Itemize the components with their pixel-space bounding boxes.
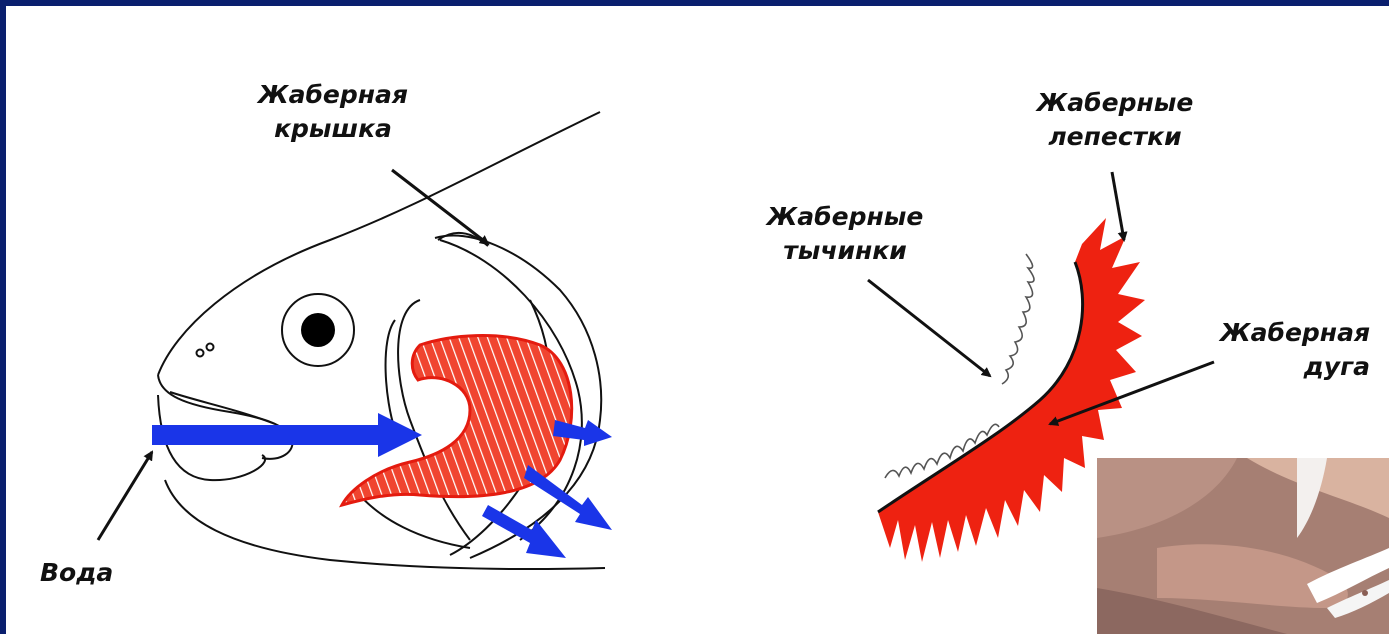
label-water: Вода — [40, 556, 140, 590]
hand-photo — [1097, 458, 1389, 634]
head-top-line — [158, 112, 600, 375]
mouth-line — [170, 392, 275, 424]
nostril-1 — [197, 350, 204, 357]
fish-head-outline — [158, 112, 605, 569]
rakers-pointer — [868, 280, 990, 376]
label-filaments: Жаберные лепестки — [1015, 86, 1215, 154]
hand-photo-inset — [1097, 458, 1389, 634]
label-rakers: Жаберные тычинки — [745, 200, 945, 268]
water-pointer — [98, 452, 152, 540]
label-operculum: Жаберная крышка — [238, 78, 428, 146]
filaments-pointer — [1112, 172, 1124, 240]
gill-chamber-curve-2 — [386, 320, 395, 430]
eye-pupil — [301, 313, 335, 347]
upper-jaw — [158, 375, 293, 459]
nostril-2 — [207, 344, 214, 351]
label-arch: Жаберная дуга — [1180, 316, 1370, 384]
water-out-arrow-3 — [482, 505, 566, 558]
water-in-arrow — [152, 413, 422, 457]
